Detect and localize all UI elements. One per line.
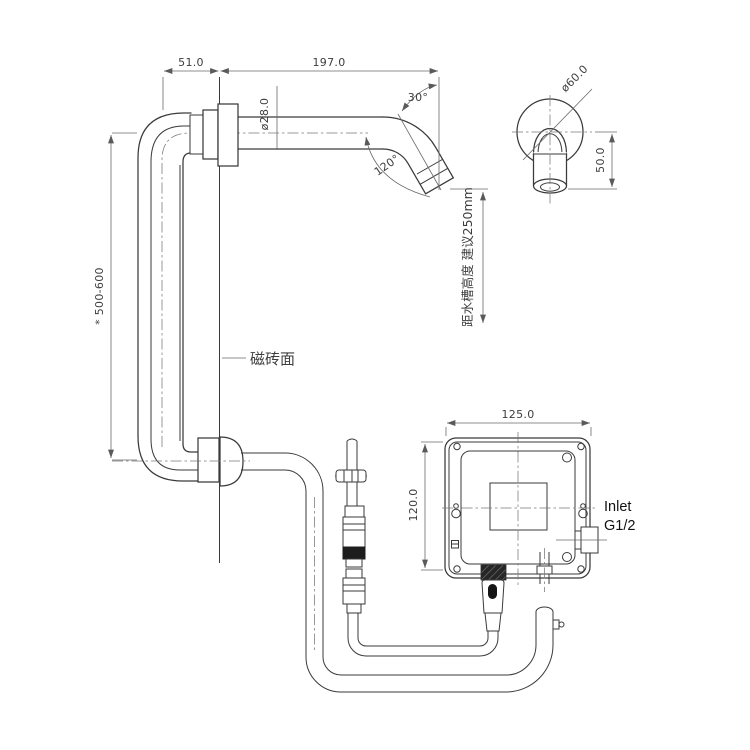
inlet-hose: [112, 436, 565, 693]
supply-pipe-side-view: [137, 109, 368, 483]
inlet-fitting: [556, 526, 607, 554]
dim-flange-diameter: ø60.0: [558, 62, 590, 94]
cable-connector: [342, 505, 366, 614]
sensor-plug: [480, 564, 507, 632]
label-inlet: Inlet: [604, 499, 631, 515]
keyhole-slots: [451, 503, 588, 519]
dim-spout-reach: 197.0: [313, 56, 346, 69]
sensor-window: [489, 482, 548, 531]
labels: 磁砖面 Inlet G1/2: [222, 350, 635, 534]
spout-side-view: [217, 103, 454, 195]
dim-install-height: * 500-600: [93, 267, 106, 325]
dim-tip-angle: 30°: [408, 91, 428, 104]
dim-spout-diameter: ø28.0: [258, 98, 271, 131]
control-box: [442, 432, 607, 632]
label-inlet-size: G1/2: [604, 518, 635, 534]
dim-box-height: 120.0: [407, 489, 420, 522]
label-tile-surface: 磁砖面: [250, 350, 295, 368]
corner-screws: [453, 442, 585, 573]
dimensions: 51.0 197.0 ø28.0 30° 120° * 500-600 距水槽高…: [93, 56, 617, 571]
outlet-stub: [536, 548, 553, 592]
dim-outlet-height-note: 距水槽高度 建议250mm: [460, 187, 475, 327]
dim-bend-angle: 120°: [372, 152, 402, 179]
spout-front-view: [512, 95, 592, 205]
dim-box-width: 125.0: [502, 408, 535, 421]
dim-offset-left: 51.0: [178, 56, 204, 69]
sensor-cable: [335, 438, 499, 657]
dim-spout-drop: 50.0: [594, 147, 607, 173]
